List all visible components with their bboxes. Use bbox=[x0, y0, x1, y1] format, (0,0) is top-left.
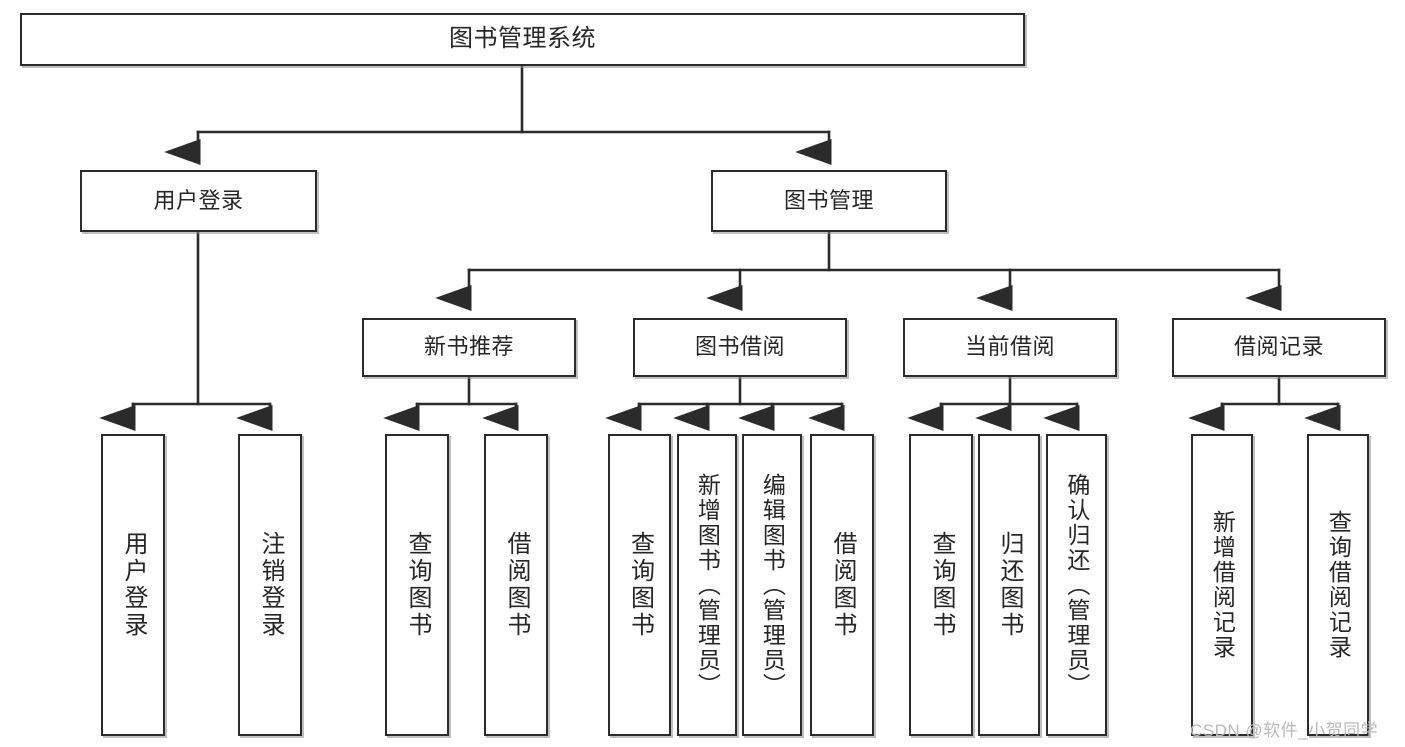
node-user-login[interactable]: 用户登录 bbox=[80, 170, 317, 232]
watermark: CSDN @软件_小贺同学 bbox=[1190, 721, 1379, 740]
node-leaf-book-add[interactable]: 新增图书（管理员） bbox=[677, 434, 737, 736]
node-current-borrow[interactable]: 当前借阅 bbox=[903, 318, 1117, 377]
node-leaf-currentborrow-query[interactable]: 查询图书 bbox=[909, 434, 973, 736]
node-leaf-user-logout-label: 注销登录 bbox=[256, 531, 284, 639]
node-leaf-book-return-label: 归还图书 bbox=[995, 531, 1023, 639]
node-borrow-record-label: 借阅记录 bbox=[1233, 334, 1324, 360]
node-leaf-user-login[interactable]: 用户登录 bbox=[101, 434, 165, 736]
node-leaf-record-query[interactable]: 查询借阅记录 bbox=[1307, 434, 1369, 736]
node-book-manage-label: 图书管理 bbox=[783, 187, 874, 213]
node-book-manage[interactable]: 图书管理 bbox=[711, 170, 947, 232]
node-leaf-currentborrow-query-label: 查询图书 bbox=[927, 531, 955, 639]
node-leaf-newbook-query[interactable]: 查询图书 bbox=[385, 434, 449, 736]
node-leaf-record-add[interactable]: 新增借阅记录 bbox=[1191, 434, 1253, 736]
node-root-label: 图书管理系统 bbox=[449, 25, 596, 53]
node-book-borrow[interactable]: 图书借阅 bbox=[633, 318, 847, 377]
node-root[interactable]: 图书管理系统 bbox=[20, 13, 1025, 66]
node-leaf-newbook-borrow-label: 借阅图书 bbox=[502, 531, 530, 639]
node-borrow-record[interactable]: 借阅记录 bbox=[1172, 318, 1386, 377]
node-leaf-newbook-borrow[interactable]: 借阅图书 bbox=[484, 434, 548, 736]
node-leaf-book-return[interactable]: 归还图书 bbox=[978, 434, 1040, 736]
node-leaf-bookborrow-query[interactable]: 查询图书 bbox=[608, 434, 671, 736]
node-current-borrow-label: 当前借阅 bbox=[964, 334, 1055, 360]
node-leaf-book-edit-label: 编辑图书（管理员） bbox=[759, 472, 786, 698]
node-leaf-record-add-label: 新增借阅记录 bbox=[1209, 510, 1236, 660]
node-leaf-book-edit[interactable]: 编辑图书（管理员） bbox=[742, 434, 802, 736]
node-leaf-newbook-query-label: 查询图书 bbox=[403, 531, 431, 639]
node-new-book-recommend-label: 新书推荐 bbox=[423, 334, 514, 360]
node-leaf-bookborrow-borrow[interactable]: 借阅图书 bbox=[810, 434, 874, 736]
node-leaf-user-logout[interactable]: 注销登录 bbox=[238, 434, 302, 736]
node-leaf-confirm-return[interactable]: 确认归还（管理员） bbox=[1046, 434, 1107, 736]
node-user-login-label: 用户登录 bbox=[153, 187, 244, 213]
node-leaf-book-add-label: 新增图书（管理员） bbox=[694, 472, 721, 698]
node-leaf-user-login-label: 用户登录 bbox=[119, 531, 147, 639]
node-leaf-record-query-label: 查询借阅记录 bbox=[1325, 510, 1352, 660]
node-book-borrow-label: 图书借阅 bbox=[694, 334, 785, 360]
node-leaf-confirm-return-label: 确认归还（管理员） bbox=[1063, 472, 1090, 698]
node-leaf-bookborrow-query-label: 查询图书 bbox=[626, 531, 654, 639]
node-new-book-recommend[interactable]: 新书推荐 bbox=[362, 318, 576, 377]
node-leaf-bookborrow-borrow-label: 借阅图书 bbox=[828, 531, 856, 639]
